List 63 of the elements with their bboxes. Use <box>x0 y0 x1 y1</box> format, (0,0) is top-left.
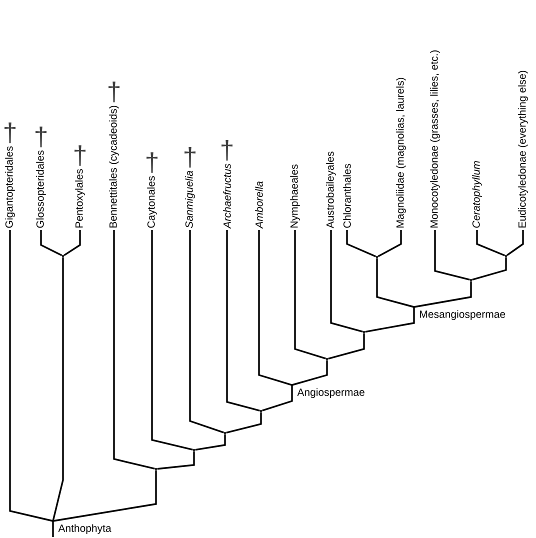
tree-branch <box>506 230 524 256</box>
tree-branch <box>346 230 376 258</box>
branch-point <box>326 358 328 360</box>
tree-branch <box>328 333 365 360</box>
extinct-dagger: † <box>108 82 120 102</box>
extinct-dagger: † <box>36 126 46 148</box>
extinct-dagger: † <box>146 152 158 173</box>
taxon-label: Bennettitales (cycadeoids) <box>109 106 119 228</box>
extinct-dagger: † <box>222 140 232 161</box>
taxon-label: Glossopteridales <box>36 150 46 228</box>
branch-point <box>154 468 158 470</box>
tree-branch <box>472 257 507 280</box>
tree-branch <box>262 385 293 412</box>
tree-branch <box>40 230 62 256</box>
extinct-dagger: † <box>184 147 196 168</box>
taxon-label: Chloranthales <box>343 164 351 228</box>
tree-branch <box>476 230 506 256</box>
root-stem <box>52 521 54 537</box>
tree-branch <box>189 230 224 434</box>
extinct-dagger: † <box>74 145 86 166</box>
branch-point <box>470 278 472 282</box>
clade-label: Anthophyta <box>58 524 112 534</box>
branch-point <box>376 256 378 258</box>
taxon-label: Archaefructus <box>223 164 231 229</box>
tree-branch <box>52 257 64 522</box>
taxon-label: Pentoxylales <box>75 169 85 228</box>
branch-point <box>224 432 226 434</box>
branch-point <box>260 410 262 412</box>
tree-branch <box>157 451 195 470</box>
taxon-label: Caytonales <box>147 176 157 228</box>
branch-point <box>192 448 196 452</box>
taxon-label: Amborella <box>255 181 263 229</box>
tree-branch <box>294 230 326 360</box>
taxon-label: Nymphaeales <box>290 164 300 228</box>
taxon-label: Monocotyledonae (grasses, lilies, etc.) <box>430 50 440 228</box>
tree-branch <box>378 230 402 258</box>
tree-branch <box>376 258 414 308</box>
tree-branch <box>292 360 328 386</box>
extinct-dagger: † <box>4 122 16 144</box>
branch-point <box>362 330 366 334</box>
tree-branch <box>195 434 226 451</box>
clade-label: Mesangiospermae <box>420 310 506 320</box>
taxon-label: Ceratophyllum <box>472 161 482 228</box>
branch-point <box>62 254 64 258</box>
tree-branch <box>258 230 292 386</box>
tree-branch <box>113 230 155 470</box>
tree-branch <box>52 470 157 522</box>
taxon-label: Austrobaileyales <box>326 152 336 228</box>
tree-branch <box>414 281 472 308</box>
clade-label: Angiospermae <box>297 388 364 398</box>
tree-branch <box>64 230 81 256</box>
taxon-label: Eudicotyledonae (everything else) <box>518 70 528 228</box>
tree-branch <box>330 230 363 332</box>
tree-branch <box>434 230 470 281</box>
tree-branch <box>9 230 54 522</box>
tree-branch <box>226 412 262 434</box>
tree-branch <box>365 307 415 333</box>
tree-branch <box>151 230 193 451</box>
taxon-label: Gigantopteridales <box>5 146 15 228</box>
taxon-label: Magnoliidae (magnolias, laurels) <box>396 78 406 228</box>
taxon-label: Sanmiguelia <box>185 170 195 228</box>
tree-branch <box>226 230 260 412</box>
branch-point <box>504 254 508 258</box>
